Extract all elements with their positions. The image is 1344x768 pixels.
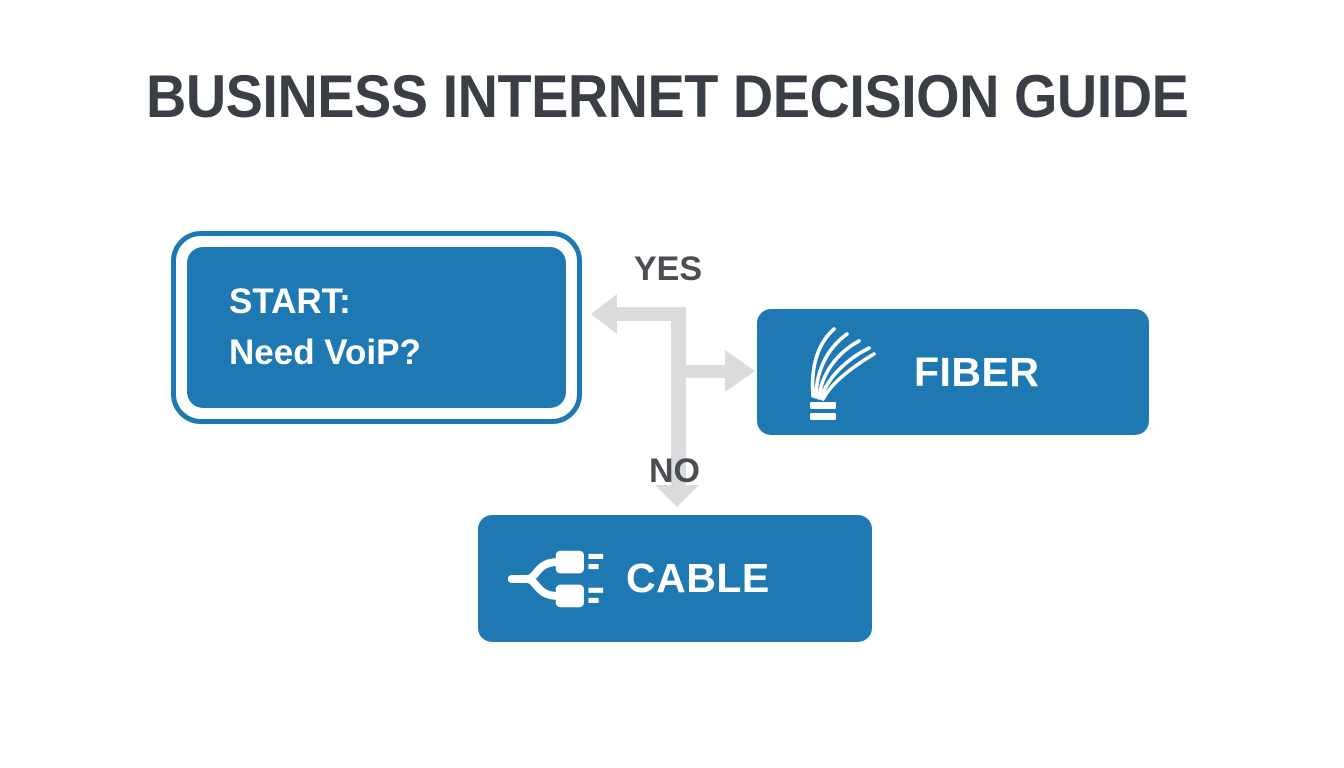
no-arrowhead-icon xyxy=(655,485,699,507)
yes-arrowhead-icon xyxy=(591,294,617,334)
fiber-node: FIBER xyxy=(757,309,1149,435)
no-branch-label: NO xyxy=(649,452,700,490)
start-node-body: START: Need VoiP? xyxy=(187,247,566,408)
fiber-arrowhead-icon xyxy=(725,350,755,392)
yes-branch-line xyxy=(617,307,686,321)
cable-node: CABLE xyxy=(478,515,872,642)
fiber-branch-line xyxy=(686,365,725,378)
fiber-optic-icon xyxy=(810,326,876,420)
cable-splitter-icon xyxy=(508,550,604,607)
start-node-line2: Need VoiP? xyxy=(229,332,421,372)
start-node-line1: START: xyxy=(229,282,351,322)
yes-branch-label: YES xyxy=(634,250,703,288)
fiber-node-label: FIBER xyxy=(914,348,1040,395)
no-branch-line xyxy=(671,307,686,485)
page-title: BUSINESS INTERNET DECISION GUIDE xyxy=(146,63,1189,130)
cable-node-label: CABLE xyxy=(626,555,770,601)
start-node: START: Need VoiP? xyxy=(171,231,582,424)
